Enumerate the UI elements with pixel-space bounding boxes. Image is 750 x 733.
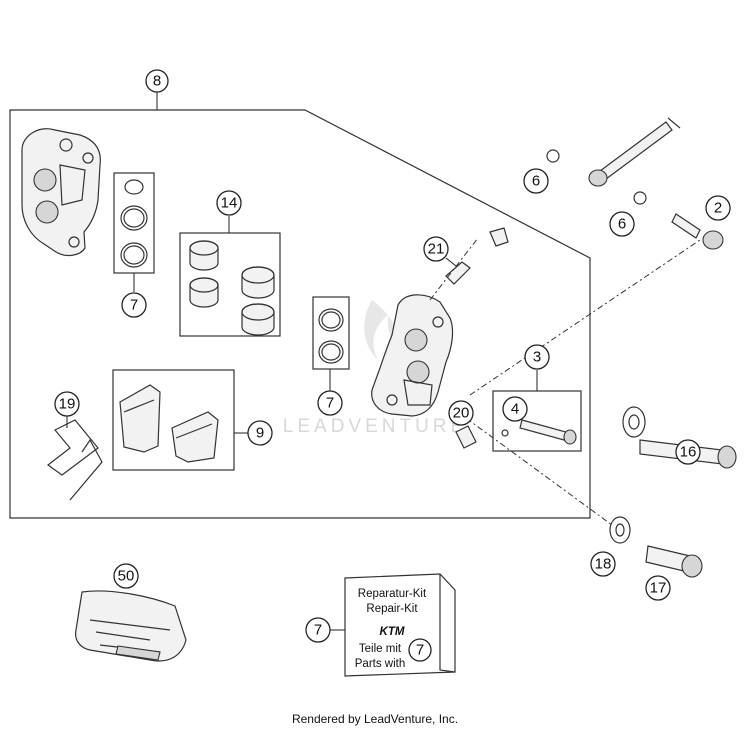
svg-text:7: 7 xyxy=(314,622,322,639)
callout-8[interactable]: 8 xyxy=(145,69,169,93)
piston-kit-box xyxy=(179,232,281,337)
svg-text:19: 19 xyxy=(59,396,76,413)
svg-text:7: 7 xyxy=(416,642,424,659)
callout-7-seal-middle[interactable]: 7 xyxy=(317,390,343,416)
callout-16[interactable]: 16 xyxy=(675,439,701,465)
brake-caliper-right xyxy=(371,294,454,417)
callout-18[interactable]: 18 xyxy=(590,551,616,577)
dash-axle xyxy=(469,239,701,396)
dash-bleeder xyxy=(429,237,479,301)
axle-bolt xyxy=(588,117,681,187)
callout-20[interactable]: 20 xyxy=(448,400,474,426)
svg-text:7: 7 xyxy=(130,297,138,314)
svg-text:9: 9 xyxy=(256,425,264,442)
svg-text:14: 14 xyxy=(221,195,238,212)
repair-kit-line4: Parts with xyxy=(355,658,406,670)
washer-right xyxy=(622,406,646,438)
svg-text:17: 17 xyxy=(650,580,667,597)
spacer-17 xyxy=(645,545,703,578)
watermark-text: LEADVENTURE xyxy=(283,416,467,437)
svg-text:18: 18 xyxy=(595,556,612,573)
pad-spring xyxy=(46,419,103,501)
brake-pads xyxy=(119,384,219,463)
callout-21[interactable]: 21 xyxy=(423,236,449,262)
callout-2[interactable]: 2 xyxy=(705,195,731,221)
svg-text:21: 21 xyxy=(428,241,445,258)
tool-50 xyxy=(75,590,187,662)
bolt-2 xyxy=(671,213,724,250)
callout-6-bottom[interactable]: 6 xyxy=(609,211,635,237)
svg-text:3: 3 xyxy=(533,349,541,366)
callout-4[interactable]: 4 xyxy=(502,396,528,422)
callout-6-top[interactable]: 6 xyxy=(523,168,549,194)
svg-text:2: 2 xyxy=(714,200,722,217)
watermark-logo xyxy=(364,300,402,360)
leader-21 xyxy=(445,257,457,267)
seal-kit-box-middle xyxy=(312,296,350,370)
pistons xyxy=(189,240,275,336)
repair-kit-line1: Reparatur-Kit xyxy=(358,588,427,600)
svg-text:7: 7 xyxy=(326,395,334,412)
svg-text:50: 50 xyxy=(118,568,135,585)
svg-text:4: 4 xyxy=(511,401,519,418)
repair-kit-line3: Teile mit xyxy=(359,643,402,655)
svg-text:20: 20 xyxy=(453,405,470,422)
callout-7-seal-left[interactable]: 7 xyxy=(121,292,147,318)
brake-caliper-left xyxy=(21,128,101,257)
washer-18 xyxy=(609,516,631,544)
callout-7-kit-outside[interactable]: 7 xyxy=(305,617,331,643)
callout-19[interactable]: 19 xyxy=(54,391,80,417)
repair-kit-line2: Repair-Kit xyxy=(366,603,418,615)
callout-3[interactable]: 3 xyxy=(524,344,550,370)
bolt-20 xyxy=(455,425,477,449)
callout-50[interactable]: 50 xyxy=(113,563,139,589)
ktm-logo: KTM xyxy=(380,626,405,638)
svg-text:6: 6 xyxy=(532,173,540,190)
brake-pad-box xyxy=(112,369,235,471)
slide-pin xyxy=(501,419,577,445)
assembly-boundary xyxy=(9,109,591,519)
svg-text:16: 16 xyxy=(680,444,697,461)
dash-bolt xyxy=(454,409,613,526)
repair-kit: Reparatur-Kit Repair-Kit KTM Teile mit P… xyxy=(344,573,456,677)
callout-17[interactable]: 17 xyxy=(645,575,671,601)
callout-9[interactable]: 9 xyxy=(247,420,273,446)
callout-14[interactable]: 14 xyxy=(216,190,242,216)
bleeder-valve xyxy=(445,227,509,285)
callout-7-kit-inside[interactable]: 7 xyxy=(408,638,432,662)
footer-credit: Rendered by LeadVenture, Inc. xyxy=(291,712,459,726)
svg-text:8: 8 xyxy=(153,73,161,90)
washer-top xyxy=(546,149,647,205)
seal-rings-left xyxy=(120,179,148,268)
seal-rings-middle xyxy=(318,308,344,364)
svg-text:6: 6 xyxy=(618,216,626,233)
